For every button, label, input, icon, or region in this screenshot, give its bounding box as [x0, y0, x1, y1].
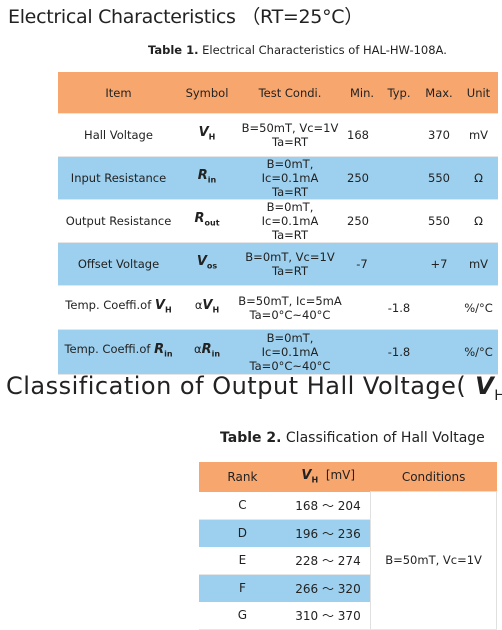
- cell-conditions: B=50mT, Vc=1V: [370, 491, 497, 630]
- cell-typ: [379, 113, 419, 157]
- cell-symbol: Rin: [179, 156, 235, 200]
- header-rank: Rank: [199, 462, 286, 492]
- header-max: Max.: [419, 72, 459, 114]
- table1-caption: Table 1. Electrical Characteristics of H…: [148, 43, 447, 57]
- cell-typ: [379, 156, 419, 200]
- table1-caption-label: Table 1.: [148, 43, 199, 57]
- cell-symbol: αRin: [179, 329, 235, 375]
- cell-min: [345, 285, 379, 330]
- table2-caption-label: Table 2.: [220, 430, 282, 446]
- cell-typ: -1.8: [379, 329, 419, 375]
- table2-caption: Table 2. Classification of Hall Voltage: [220, 430, 485, 446]
- cell-max: 550: [419, 156, 459, 200]
- table1-header-row: Item Symbol Test Condi. Min. Typ. Max. U…: [58, 72, 498, 114]
- cell-symbol: Rout: [179, 199, 235, 243]
- cell-item: Input Resistance: [58, 156, 179, 200]
- cell-max: 370: [419, 113, 459, 157]
- cell-unit: %/°C: [459, 285, 498, 330]
- cell-unit: Ω: [459, 156, 498, 200]
- cell-typ: -1.8: [379, 285, 419, 330]
- header-typ: Typ.: [379, 72, 419, 114]
- cell-range: 228 ～ 274: [285, 546, 371, 575]
- table2-header-row: Rank VH [mV] Conditions: [199, 462, 497, 492]
- cell-item: Offset Voltage: [58, 242, 179, 286]
- table1-caption-text: Electrical Characteristics of HAL-HW-108…: [202, 43, 447, 57]
- header-unit: Unit: [459, 72, 498, 114]
- table-row: G 310 ～ 370: [199, 601, 497, 630]
- cell-item: Temp. Coeffi.of Rin: [58, 329, 179, 375]
- cell-max: +7: [419, 242, 459, 286]
- cell-range: 168 ～ 204: [285, 491, 371, 520]
- cell-unit: %/°C: [459, 329, 498, 375]
- cell-symbol: VH: [179, 113, 235, 157]
- cell-max: [419, 329, 459, 375]
- cell-rank: E: [199, 546, 286, 575]
- table-row: E 228 ～ 274: [199, 546, 497, 575]
- electrical-characteristics-table: Item Symbol Test Condi. Min. Typ. Max. U…: [58, 72, 498, 375]
- cell-max: [419, 285, 459, 330]
- cell-min: 250: [345, 156, 379, 200]
- header-item: Item: [58, 72, 179, 114]
- section-heading-classification: Classification of Output Hall Voltage( V…: [6, 372, 502, 404]
- cell-max: 550: [419, 199, 459, 243]
- header-symbol: Symbol: [179, 72, 235, 114]
- table-row: C 168 ～ 204 B=50mT, Vc=1V: [199, 491, 497, 630]
- cell-min: -7: [345, 242, 379, 286]
- cell-item: Output Resistance: [58, 199, 179, 243]
- cell-range: 266 ～ 320: [285, 574, 371, 602]
- classification-table: Rank VH [mV] Conditions C 168 ～ 204 B=50…: [199, 462, 497, 630]
- cell-min: [345, 329, 379, 375]
- cell-item: Temp. Coeffi.of VH: [58, 285, 179, 330]
- header-test-condition: Test Condi.: [235, 72, 345, 114]
- cell-rank: C: [199, 491, 286, 520]
- cell-unit: mV: [459, 113, 498, 157]
- cell-range: 196 ～ 236: [285, 519, 371, 547]
- section-heading-electrical-characteristics: Electrical Characteristics （RT=25°C）: [8, 6, 363, 28]
- cell-symbol: αVH: [179, 285, 235, 330]
- table2-caption-text: Classification of Hall Voltage: [285, 430, 485, 446]
- cell-min: 250: [345, 199, 379, 243]
- cell-typ: [379, 199, 419, 243]
- header-min: Min.: [345, 72, 379, 114]
- cell-symbol: Vos: [179, 242, 235, 286]
- header-vh: VH [mV]: [285, 462, 371, 492]
- cell-min: 168: [345, 113, 379, 157]
- table-row: F 266 ～ 320: [199, 574, 497, 602]
- cell-range: 310 ～ 370: [285, 601, 371, 630]
- cell-unit: Ω: [459, 199, 498, 243]
- cell-item: Hall Voltage: [58, 113, 179, 157]
- header-conditions: Conditions: [370, 462, 497, 492]
- table-row: Temp. Coeffi.of Rin αRin B=0mT, Ic=0.1mA…: [58, 329, 498, 375]
- cell-rank: D: [199, 519, 286, 547]
- cell-rank: G: [199, 601, 286, 630]
- cell-rank: F: [199, 574, 286, 602]
- table-row: D 196 ～ 236: [199, 519, 497, 547]
- cell-unit: mV: [459, 242, 498, 286]
- cell-typ: [379, 242, 419, 286]
